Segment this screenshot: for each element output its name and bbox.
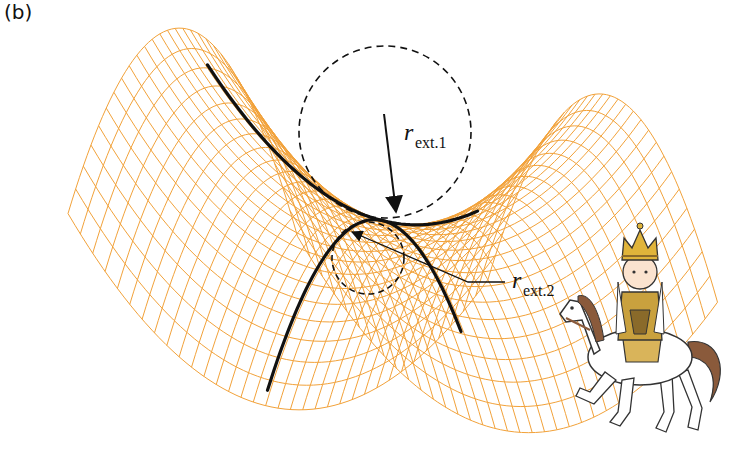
mesh-line — [142, 134, 372, 342]
radius-arrow — [384, 114, 396, 212]
saddle-mesh — [68, 28, 718, 433]
mesh-line — [352, 214, 581, 422]
principal-curve — [208, 65, 478, 225]
mesh-line — [266, 220, 496, 428]
mesh-line — [282, 186, 702, 382]
radius-subscript: ext.1 — [415, 135, 447, 151]
principal-curve — [268, 220, 462, 391]
mesh-line — [160, 34, 580, 230]
mesh-line — [275, 163, 695, 359]
mesh-line — [290, 210, 710, 406]
mesh-line — [106, 108, 526, 304]
mesh-line — [213, 45, 633, 241]
mesh-line — [190, 30, 610, 226]
osculating-circle-large — [299, 46, 471, 218]
mesh-line — [167, 30, 587, 226]
mesh-line — [183, 28, 603, 224]
panel-label: (b) — [4, 2, 32, 22]
radius-subscript: ext.2 — [523, 283, 555, 299]
mesh-line — [198, 33, 618, 229]
leader-line — [352, 232, 505, 282]
mesh-line — [175, 28, 595, 224]
mesh-line — [145, 46, 565, 242]
radius-symbol: r — [404, 120, 413, 144]
mesh-line — [137, 55, 557, 251]
mesh-line — [129, 66, 549, 262]
osculating-circle-small — [332, 222, 404, 294]
mesh-line — [298, 236, 718, 432]
curvature-curves — [208, 65, 478, 390]
king-on-horse-illustration — [560, 223, 720, 432]
mesh-line — [259, 123, 679, 319]
radius-symbol: r — [512, 268, 521, 292]
